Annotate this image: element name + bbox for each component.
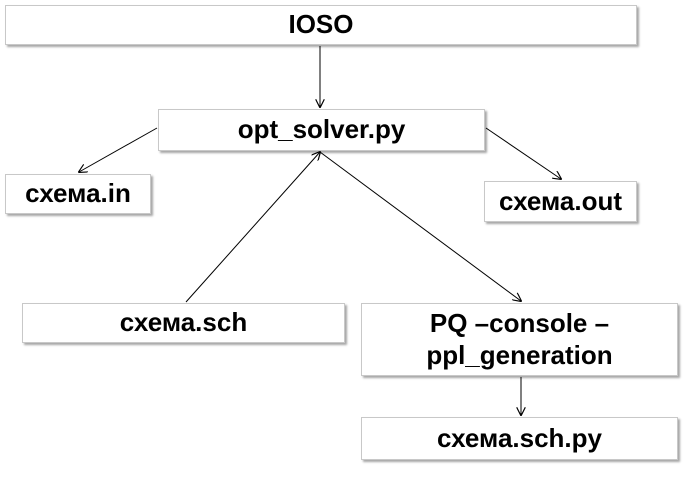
node-schema-sch-py-label: схема.sch.py: [437, 422, 602, 453]
node-pq-console: PQ –console – ppl_generation: [361, 303, 678, 376]
node-pq-console-label: PQ –console – ppl_generation: [426, 308, 612, 370]
node-ioso-label: IOSO: [288, 9, 354, 40]
node-schema-out-label: схема.out: [498, 185, 623, 216]
node-schema-sch: схема.sch: [22, 303, 345, 343]
node-pq-console-line2: ppl_generation: [426, 339, 613, 370]
edge-opt-solver-to-schema-in: [79, 127, 158, 172]
node-schema-out: схема.out: [484, 181, 637, 222]
node-ioso: IOSO: [5, 5, 637, 45]
edge-opt-solver-to-schema-out: [485, 127, 561, 179]
edge-schema-sch-to-opt-solver: [185, 152, 320, 303]
edge-opt-solver-to-pq-console: [319, 151, 521, 301]
node-schema-in: схема.in: [5, 174, 151, 214]
node-opt-solver: opt_solver.py: [158, 109, 485, 151]
node-schema-in-label: схема.in: [25, 178, 131, 209]
node-schema-sch-py: схема.sch.py: [361, 417, 678, 460]
node-pq-console-line1: PQ –console –: [429, 308, 610, 339]
node-opt-solver-label: opt_solver.py: [237, 114, 406, 145]
node-schema-sch-label: схема.sch: [119, 307, 248, 338]
